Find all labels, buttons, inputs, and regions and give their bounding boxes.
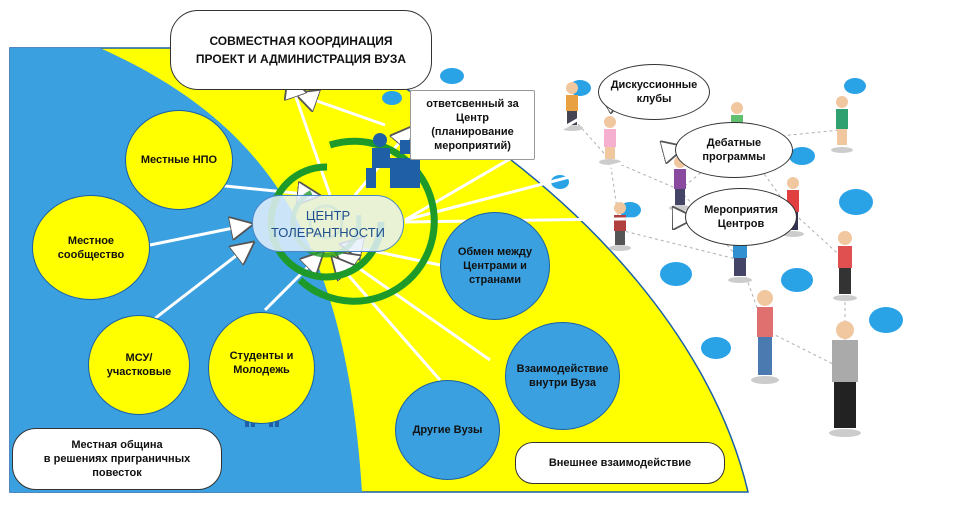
local-ngo-node: Местные НПО <box>125 110 233 210</box>
person-icon <box>751 290 779 384</box>
responsible-box: ответсвенный за Центр (планирование меро… <box>410 90 535 160</box>
local-community-node: Местное сообщество <box>32 195 150 300</box>
msu-node: МСУ/ участковые <box>88 315 190 415</box>
person-icon <box>599 116 621 165</box>
internal-interaction-node: Взаимодействие внутри Вуза <box>505 322 620 430</box>
debate-programs-node: Дебатные программы <box>675 122 793 178</box>
other-universities-node: Другие Вузы <box>395 380 500 480</box>
students-node: Студенты и Молодежь <box>208 312 315 424</box>
discussion-clubs-node: Дискуссионные клубы <box>598 64 710 120</box>
center-events-node: Мероприятия Центров <box>685 188 797 246</box>
external-interaction-box: Внешнее взаимодействие <box>515 442 725 484</box>
coordination-box: СОВМЕСТНАЯ КООРДИНАЦИЯ ПРОЕКТ И АДМИНИСТ… <box>170 10 432 90</box>
person-icon <box>609 202 631 251</box>
exchange-node: Обмен между Центрами и странами <box>440 212 550 320</box>
person-icon <box>831 96 853 153</box>
person-icon <box>833 231 857 301</box>
local-community-box: Местная община в решениях приграничных п… <box>12 428 222 490</box>
person-icon <box>829 321 861 437</box>
tolerance-center: ЦЕНТР ТОЛЕРАНТНОСТИ <box>252 195 404 252</box>
